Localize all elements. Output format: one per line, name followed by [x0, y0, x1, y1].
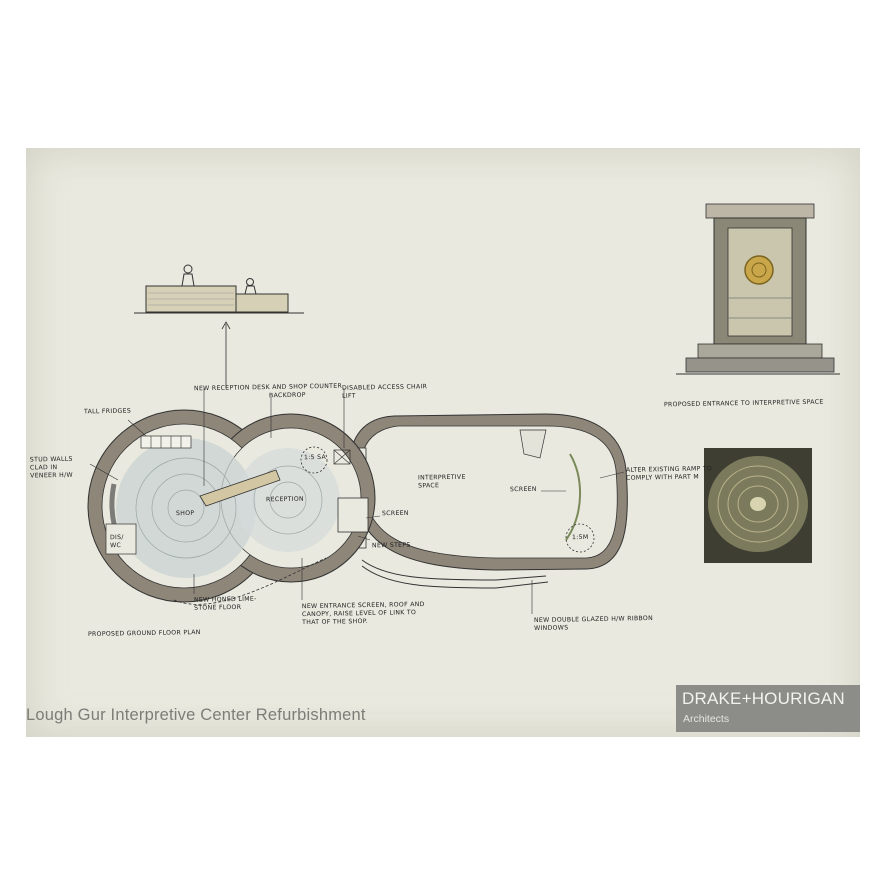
ground-floor-plan: [87, 388, 628, 614]
drawing-sheet: New reception desk and shop counter Back…: [26, 148, 860, 737]
note-screen-hall: Screen: [509, 485, 537, 494]
brand-name: DRAKE+HOURIGAN: [682, 689, 845, 708]
room-label-reception: Reception: [265, 495, 305, 504]
sheet-title: Lough Gur Interpretive Center Refurbishm…: [26, 706, 366, 724]
brand-block: DRAKE+HOURIGAN Architects: [676, 685, 860, 732]
bronze-shield-photo: [704, 448, 812, 563]
tag-ramp: 1:5M: [571, 533, 589, 542]
note-disabled-access: Disabled access chair lift: [341, 383, 428, 400]
note-new-entrance: New entrance screen, roof and canopy, ra…: [301, 600, 425, 627]
note-new-steps: New steps: [371, 541, 411, 550]
proposed-entrance-sketch: [676, 203, 840, 375]
note-limestone-floor: New honed lime-stone floor: [193, 595, 257, 612]
brand-subtitle: Architects: [683, 713, 730, 725]
room-label-shop: Shop: [175, 509, 195, 518]
note-tall-fridges: Tall fridges: [83, 407, 132, 416]
note-ribbon-windows: New double glazed h/w ribbon windows: [533, 614, 654, 633]
floor-plan-drawing: [87, 203, 840, 614]
note-backdrop: Backdrop: [268, 391, 306, 400]
tag-lift: 1:5 SA: [303, 453, 327, 462]
note-stud-walls: Stud walls clad in veneer h/w: [29, 455, 73, 480]
reception-desk-elevation: [134, 264, 304, 388]
room-label-dis-wc: Dis/ WC: [109, 533, 124, 550]
note-screen-link: Screen: [381, 509, 409, 518]
note-alter-ramp: Alter existing ramp to comply with Part …: [625, 465, 713, 482]
room-label-interpretive-space: Interpretive space: [417, 473, 466, 490]
